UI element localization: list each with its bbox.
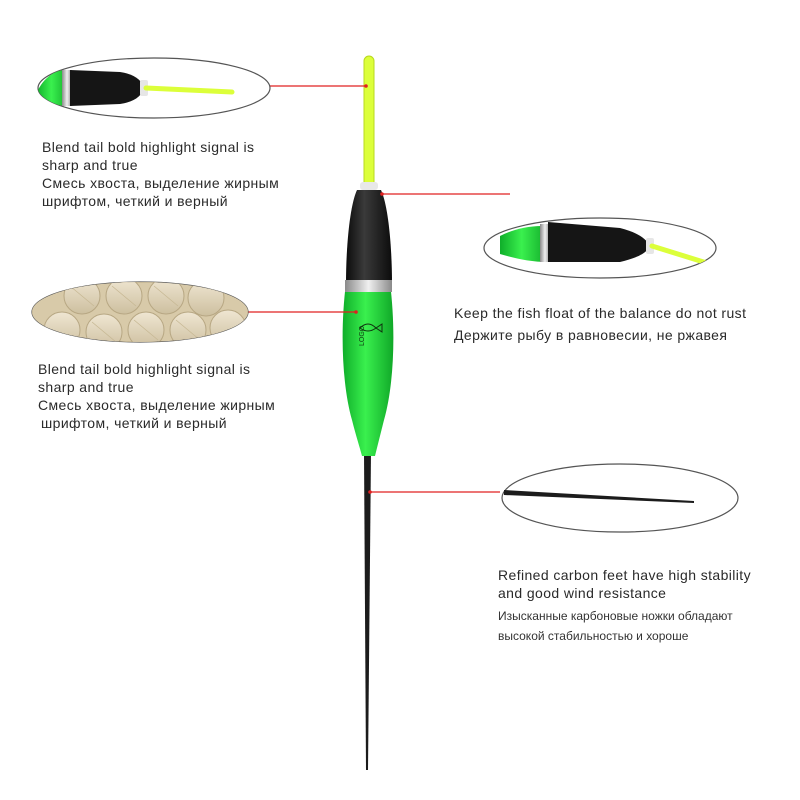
callout-text-foot: Refined carbon feet have high stability … — [498, 566, 751, 646]
balance-ru: Держите рыбу в равновесии, не ржавея — [454, 327, 728, 343]
silver-band — [345, 280, 392, 292]
fishing-float: LOGO — [342, 55, 394, 770]
tip-en-line2: sharp and true — [42, 157, 138, 173]
callout-text-balance: Keep the fish float of the balance do no… — [454, 304, 746, 344]
foot-ru-line1: Изысканные карбоновые ножки обладают — [498, 609, 733, 623]
callout-bubble-wood — [31, 281, 249, 343]
carbon-foot — [364, 452, 371, 770]
callout-text-body: Blend tail bold highlight signal is shar… — [38, 360, 275, 432]
float-cap-black — [346, 190, 392, 284]
foot-ru-line2: высокой стабильностью и хороше — [498, 629, 689, 643]
callout-bubble-balance — [483, 217, 717, 279]
body-ru-line1: Смесь хвоста, выделение жирным — [38, 397, 276, 413]
body-en-line2: sharp and true — [38, 379, 134, 395]
float-body-green — [342, 283, 394, 456]
body-ru-line2: шрифтом, четкий и верный — [41, 415, 227, 431]
tip-ru-line2: шрифтом, четкий и верный — [42, 193, 228, 209]
foot-en-line1: Refined carbon feet have high stability — [498, 567, 751, 583]
callout-bubble-foot — [501, 463, 739, 533]
body-en-line1: Blend tail bold highlight signal is — [38, 361, 251, 377]
logo-mark — [359, 323, 383, 333]
callout-bubble-tip — [37, 57, 271, 119]
logo-text: LOGO — [359, 325, 366, 346]
balance-en: Keep the fish float of the balance do no… — [454, 305, 747, 321]
tip-en-line1: Blend tail bold highlight signal is — [42, 139, 255, 155]
antenna-tip — [363, 55, 375, 189]
leader-lines — [248, 85, 510, 493]
tip-ru-line1: Смесь хвоста, выделение жирным — [42, 175, 280, 191]
foot-en-line2: and good wind resistance — [498, 585, 667, 601]
callout-text-tip: Blend tail bold highlight signal is shar… — [42, 138, 279, 210]
